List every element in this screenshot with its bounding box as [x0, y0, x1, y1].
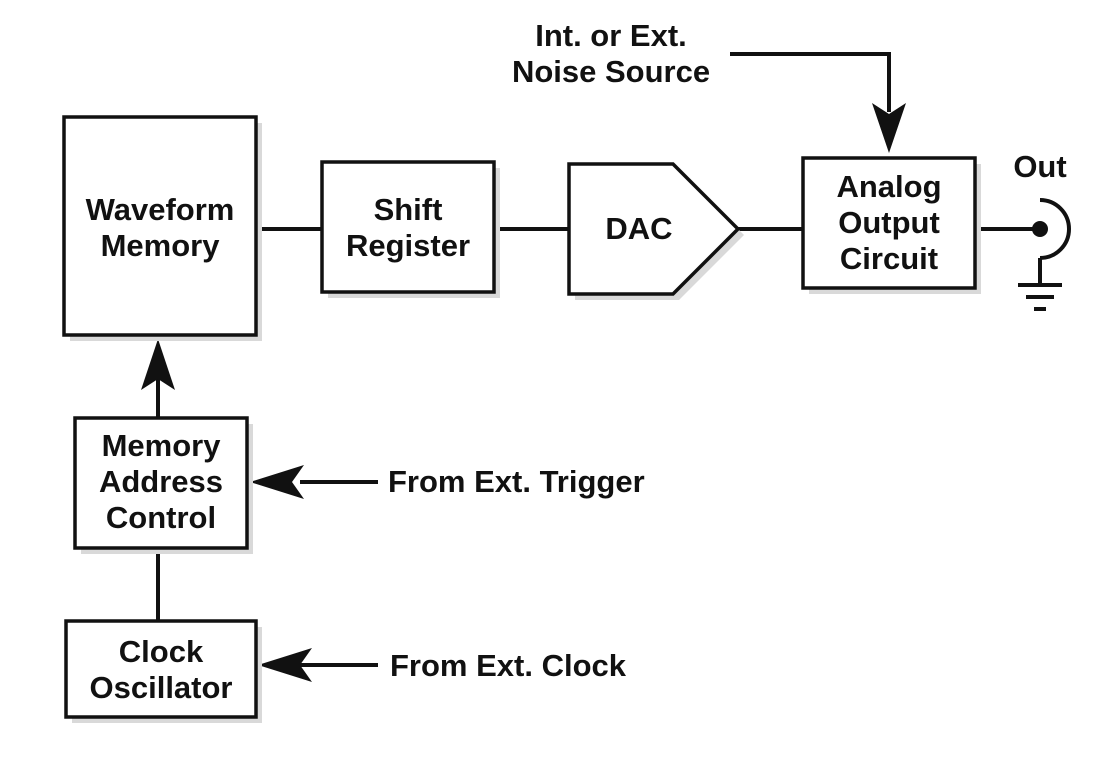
arrowhead-to-waveform-memory	[141, 339, 175, 390]
analog-output-label-line3: Circuit	[840, 241, 938, 276]
analog-output-label-line1: Analog	[836, 169, 941, 204]
dac-block: DAC	[567, 162, 744, 300]
waveform-memory-label-line2: Memory	[101, 228, 221, 263]
wire-noise-source-to-analog-output	[730, 52, 891, 112]
noise-source-label-line2: Noise Source	[512, 54, 710, 89]
address-control-label-line1: Memory	[102, 428, 222, 463]
ext-trigger-label: From Ext. Trigger	[388, 464, 645, 499]
arrowhead-to-clock-oscillator	[258, 648, 312, 682]
ground-icon	[1018, 283, 1062, 311]
clock-oscillator-label-line1: Clock	[119, 634, 204, 669]
out-label: Out	[1013, 149, 1066, 184]
waveform-memory-label-line1: Waveform	[86, 192, 235, 227]
clock-oscillator-label-line2: Oscillator	[90, 670, 233, 705]
clock-oscillator-block: Clock Oscillator	[64, 619, 262, 723]
analog-output-label-line2: Output	[838, 205, 940, 240]
arrowheads	[141, 103, 906, 682]
shift-register-label-line2: Register	[346, 228, 470, 263]
dac-label: DAC	[605, 211, 672, 246]
noise-source-label-line1: Int. or Ext.	[535, 18, 687, 53]
address-control-label-line2: Address	[99, 464, 223, 499]
analog-output-circuit-block: Analog Output Circuit	[801, 156, 981, 294]
bnc-connector-icon	[1032, 198, 1071, 283]
address-control-label-line3: Control	[106, 500, 216, 535]
connection-wires	[156, 52, 1040, 667]
arrowhead-to-analog-output	[872, 103, 906, 153]
waveform-memory-block: Waveform Memory	[62, 115, 262, 341]
arrowhead-to-address-control	[250, 465, 304, 499]
shift-register-block: Shift Register	[320, 160, 500, 298]
ext-clock-label: From Ext. Clock	[390, 648, 627, 683]
memory-address-control-block: Memory Address Control	[73, 416, 253, 554]
shift-register-label-line1: Shift	[374, 192, 443, 227]
